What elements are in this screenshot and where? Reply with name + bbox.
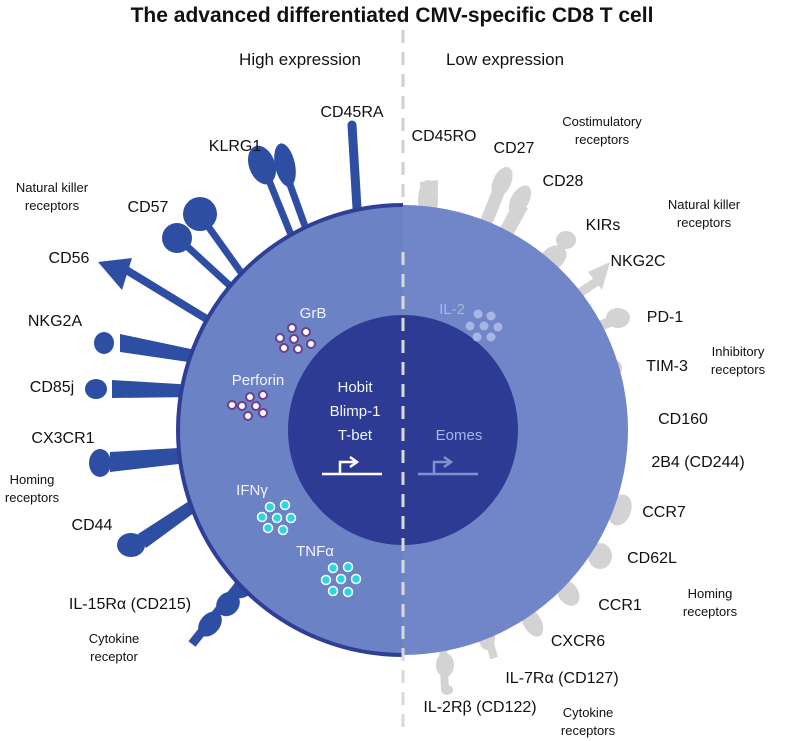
kirs-label: KIRs <box>586 217 621 234</box>
low-expression-header: Low expression <box>446 50 564 69</box>
cytokine-group-right-line1: Cytokine <box>563 705 614 720</box>
cytokine-group-right-line2: receptors <box>561 723 616 738</box>
grb-granules <box>275 323 316 354</box>
perforin-label: Perforin <box>232 372 285 389</box>
nkg2c-label: NKG2C <box>610 253 665 270</box>
homing-group-left-line2: receptors <box>5 490 60 505</box>
cytokine-group-left-line2: receptor <box>90 649 138 664</box>
cxcr6-label: CXCR6 <box>551 633 605 650</box>
ifny-label: IFNγ <box>236 482 268 499</box>
pd1-label: PD-1 <box>647 309 684 326</box>
cd85j-label: CD85j <box>30 379 74 396</box>
homing-group-right-line1: Homing <box>688 586 733 601</box>
ccr1-label: CCR1 <box>598 597 642 614</box>
nk-group-right-line2: receptors <box>677 215 732 230</box>
cd56-label: CD56 <box>49 250 90 267</box>
2b4-label: 2B4 (CD244) <box>651 454 744 471</box>
il2rb-label: IL-2Rβ (CD122) <box>423 699 536 716</box>
costim-group-line2: receptors <box>575 132 630 147</box>
nk-group-left-line2: receptors <box>25 198 80 213</box>
tim3-label: TIM-3 <box>646 358 688 375</box>
homing-group-right-line2: receptors <box>683 604 738 619</box>
il2-label: IL-2 <box>439 301 465 318</box>
costim-group-line1: Costimulatory <box>562 114 642 129</box>
cd45ro-label: CD45RO <box>412 128 477 145</box>
il2-dots <box>465 309 503 342</box>
nk-group-right-line1: Natural killer <box>668 197 741 212</box>
nkg2a-label: NKG2A <box>28 313 83 330</box>
blimp1-label: Blimp-1 <box>330 403 381 420</box>
diagram-title: The advanced differentiated CMV-specific… <box>131 4 654 27</box>
ifny-dots <box>256 499 297 536</box>
cd62l-label: CD62L <box>627 550 677 567</box>
perforin-granules <box>227 390 268 421</box>
cd28-label: CD28 <box>543 173 584 190</box>
cd57-label: CD57 <box>128 199 169 216</box>
il7ra-label: IL-7Rα (CD127) <box>505 670 618 687</box>
il15ra-label: IL-15Rα (CD215) <box>69 596 191 613</box>
cytokine-group-left-line1: Cytokine <box>89 631 140 646</box>
receptor-nkg2a <box>94 332 205 364</box>
tnfa-label: TNFα <box>296 543 334 560</box>
cd27-label: CD27 <box>494 140 535 157</box>
cx3cr1-label: CX3CR1 <box>31 430 94 447</box>
nk-group-left-line1: Natural killer <box>16 180 89 195</box>
transcription-arrow-faded-icon <box>418 455 478 476</box>
receptor-cx3cr1 <box>89 447 196 477</box>
ccr7-label: CCR7 <box>642 504 686 521</box>
hobit-label: Hobit <box>337 379 373 396</box>
klrg1-label: KLRG1 <box>209 138 262 155</box>
tnfa-dots <box>320 561 362 598</box>
cd44-label: CD44 <box>72 517 113 534</box>
high-expression-header: High expression <box>239 50 361 69</box>
receptor-cd44 <box>117 494 206 557</box>
inhib-group-line2: receptors <box>711 362 766 377</box>
cd45ra-label: CD45RA <box>320 104 383 121</box>
cd160-label: CD160 <box>658 411 708 428</box>
tbet-label: T-bet <box>338 427 373 444</box>
inhib-group-line1: Inhibitory <box>712 344 765 359</box>
receptor-cd85j <box>85 379 195 399</box>
transcription-arrow-icon <box>322 455 382 476</box>
eomes-label: Eomes <box>436 427 483 444</box>
homing-group-left-line1: Homing <box>10 472 55 487</box>
grb-label: GrB <box>300 305 327 322</box>
